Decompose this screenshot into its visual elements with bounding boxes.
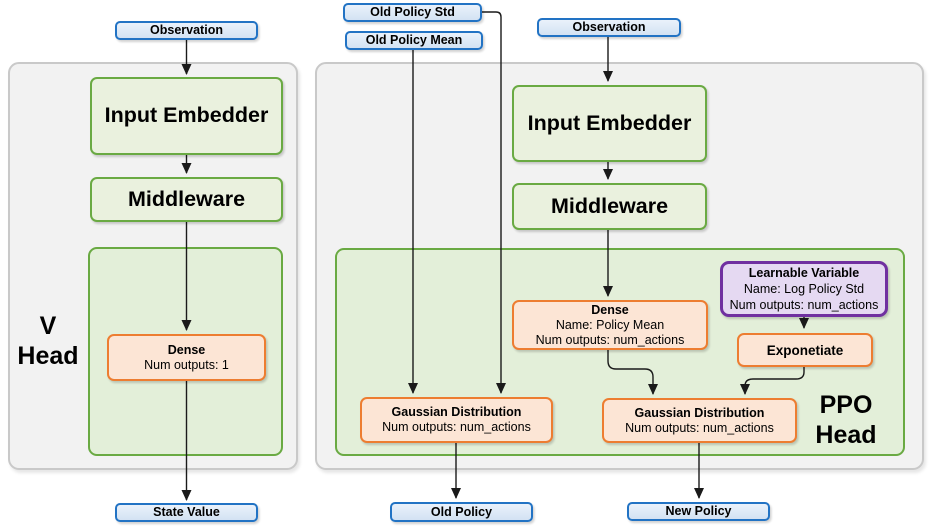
node-ppo-dense: Dense Name: Policy Mean Num outputs: num…: [512, 300, 708, 350]
node-old-policy: Old Policy: [390, 502, 533, 522]
node-old-policy-label: Old Policy: [430, 504, 493, 519]
node-observation-left-label: Observation: [150, 23, 223, 37]
node-gaussian-old-line2: Num outputs: num_actions: [382, 420, 531, 434]
node-observation-right-label: Observation: [572, 20, 646, 34]
node-old-policy-mean: Old Policy Mean: [345, 31, 483, 50]
node-ppo-middleware-label: Middleware: [550, 193, 669, 218]
node-ppo-dense-line2: Name: Policy Mean: [555, 317, 665, 332]
node-ppo-middleware: Middleware: [512, 183, 707, 230]
node-v-input-embedder: Input Embedder: [90, 77, 283, 155]
v-head-label-line1: V: [39, 312, 57, 340]
node-ppo-input-embedder-label: Input Embedder: [527, 110, 692, 135]
node-exponetiate: Exponetiate: [737, 333, 873, 367]
node-state-value: State Value: [115, 503, 258, 522]
node-learnable-variable-line2: Name: Log Policy Std: [743, 282, 865, 296]
node-observation-left: Observation: [115, 21, 258, 40]
node-state-value-label: State Value: [153, 505, 220, 519]
node-ppo-dense-line3: Num outputs: num_actions: [535, 332, 685, 347]
node-old-policy-std-label: Old Policy Std: [370, 5, 455, 19]
node-gaussian-new-line2: Num outputs: num_actions: [625, 420, 774, 435]
node-gaussian-old-title: Gaussian Distribution: [391, 405, 522, 419]
node-v-dense: Dense Num outputs: 1: [107, 334, 266, 381]
node-gaussian-distribution-new: Gaussian Distribution Num outputs: num_a…: [602, 398, 797, 443]
node-v-middleware-label: Middleware: [127, 186, 246, 211]
node-ppo-input-embedder: Input Embedder: [512, 85, 707, 162]
node-v-dense-line2: Num outputs: 1: [144, 357, 229, 372]
node-gaussian-distribution-old: Gaussian Distribution Num outputs: num_a…: [360, 397, 553, 443]
node-exponetiate-label: Exponetiate: [766, 342, 844, 358]
node-ppo-dense-title: Dense: [591, 302, 629, 317]
node-old-policy-mean-label: Old Policy Mean: [365, 33, 463, 47]
node-observation-right: Observation: [537, 18, 681, 37]
v-head-label: V Head: [8, 311, 88, 371]
node-learnable-variable: Learnable Variable Name: Log Policy Std …: [720, 261, 888, 317]
node-learnable-variable-line3: Num outputs: num_actions: [729, 298, 879, 312]
node-v-middleware: Middleware: [90, 177, 283, 222]
node-gaussian-new-title: Gaussian Distribution: [634, 405, 765, 420]
ppo-head-label: PPO Head: [798, 390, 894, 450]
node-v-dense-title: Dense: [167, 342, 206, 357]
node-v-input-embedder-label: Input Embedder: [104, 103, 269, 128]
node-old-policy-std: Old Policy Std: [343, 3, 482, 22]
ppo-head-label-line1: PPO: [819, 391, 873, 419]
ppo-head-label-line2: Head: [815, 421, 877, 449]
node-new-policy: New Policy: [627, 502, 770, 521]
v-head-label-line2: Head: [17, 342, 79, 370]
node-new-policy-label: New Policy: [665, 504, 732, 518]
node-learnable-variable-title: Learnable Variable: [748, 266, 860, 280]
